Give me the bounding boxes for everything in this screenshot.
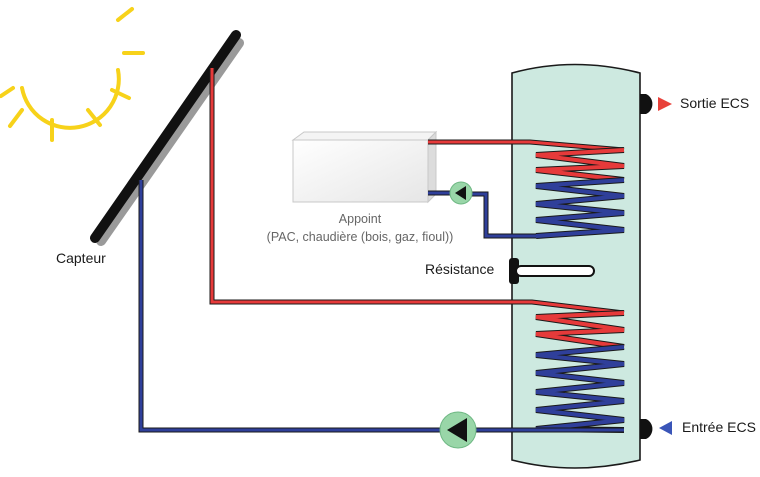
circulator-pump-icon [439,411,477,449]
backup-heater-box [291,130,438,204]
cold-water-inlet-connector [640,419,672,439]
collector-supply-pipe [209,68,625,316]
collector-return-pipe [138,180,624,433]
backup-supply-pipe [428,139,625,153]
cold-water-inlet-label: Entrée ECS [682,419,756,435]
lower-coil-cold [535,344,625,433]
backup-return-pipe [428,190,536,239]
collector-label: Capteur [56,250,106,266]
backup-detail-label: (PAC, chaudière (bois, gaz, fioul)) [266,230,454,244]
resistance-label: Résistance [425,261,495,277]
electric-resistance-element [509,258,595,284]
upper-coil-cold [535,177,625,239]
circulator-pump-icon [449,181,473,205]
lower-coil-hot [535,310,625,350]
solar-collector-icon [90,30,244,246]
backup-title-label: Appoint [338,212,382,226]
upper-coil-hot [535,147,625,183]
sun-icon [0,7,145,142]
hot-water-outlet-label: Sortie ECS [680,95,750,111]
hot-water-outlet-connector [640,94,672,114]
